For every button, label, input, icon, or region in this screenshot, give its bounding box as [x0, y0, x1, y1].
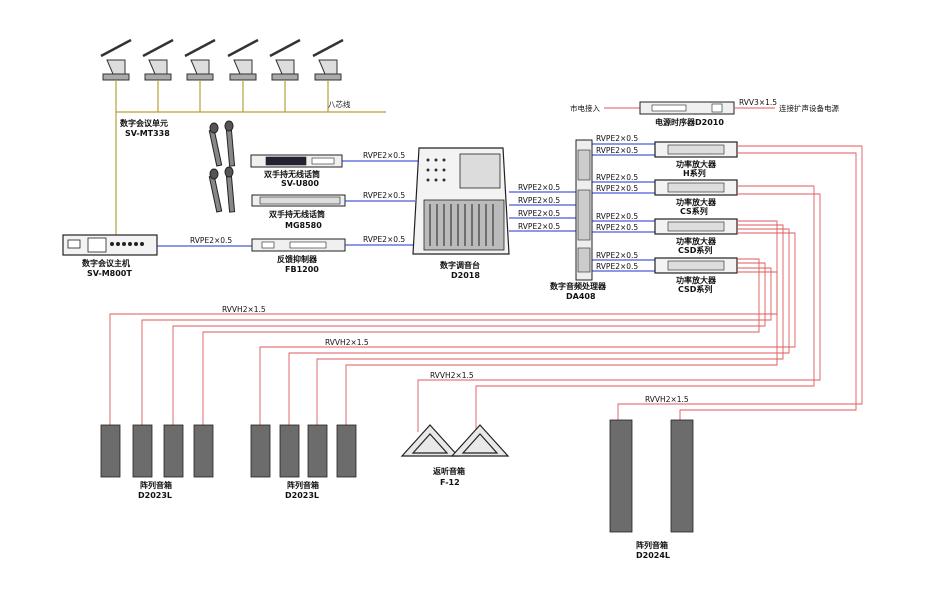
amp1-name: 功率放大器	[676, 159, 717, 169]
wireless2-name: 双手持无线话筒	[269, 209, 325, 219]
wire-label-monitor: RVVH2×1.5	[430, 371, 474, 380]
array2-name: 阵列音箱	[287, 480, 319, 490]
monitor-speaker-icon	[400, 424, 510, 457]
digital-mixer-icon	[412, 147, 510, 255]
mixer-model: D2018	[451, 271, 480, 280]
host-name: 数字会议主机	[82, 258, 130, 268]
amp3-name: 功率放大器	[676, 236, 717, 246]
feedback-model: FB1200	[285, 265, 319, 274]
wire-label-mix-2: RVPE2×0.5	[518, 196, 560, 205]
wire-label-mix-3: RVPE2×0.5	[518, 209, 560, 218]
amp2-name: 功率放大器	[676, 197, 717, 207]
audio-processor-icon	[575, 139, 593, 281]
wire-label-array3: RVVH2×1.5	[645, 395, 689, 404]
mic-unit-model: SV-MT338	[125, 129, 170, 138]
wire-label-amp4-b: RVPE2×0.5	[596, 262, 638, 271]
conference-host-icon	[62, 234, 158, 256]
array3-name: 阵列音箱	[636, 540, 668, 550]
wire-label-amp1-b: RVPE2×0.5	[596, 146, 638, 155]
wireless1-name: 双手持无线话筒	[264, 169, 320, 179]
wire-label-array1: RVVH2×1.5	[222, 305, 266, 314]
signal-lines	[157, 143, 655, 272]
processor-model: DA408	[566, 292, 596, 301]
array-speaker-group-2	[250, 424, 357, 478]
processor-name: 数字音频处理器	[550, 281, 607, 291]
amp-3-icon	[654, 218, 738, 235]
wire-label-amp4-a: RVPE2×0.5	[596, 251, 638, 260]
amp-4-icon	[654, 257, 738, 274]
wireless-receiver-2-icon	[251, 194, 346, 207]
array1-name: 阵列音箱	[140, 480, 172, 490]
wire-label-amp1-a: RVPE2×0.5	[596, 134, 638, 143]
feedback-suppressor-icon	[251, 238, 346, 252]
wire-label-host: RVPE2×0.5	[190, 236, 232, 245]
host-model: SV-M800T	[87, 269, 132, 278]
mic-unit-icon	[142, 38, 174, 81]
wire-label-amp2-a: RVPE2×0.5	[596, 173, 638, 182]
power-sequencer-icon	[639, 101, 735, 115]
wireless-receiver-1-icon	[250, 154, 343, 168]
wireless2-model: MG8580	[285, 221, 322, 230]
array2-model: D2023L	[285, 491, 319, 500]
mic-unit-name: 数字会议单元	[120, 118, 168, 128]
wireless1-model: SV-U800	[281, 179, 319, 188]
amp1-series: H系列	[683, 168, 706, 178]
sequencer-label: 电源时序器D2010	[655, 117, 724, 127]
amp4-name: 功率放大器	[676, 275, 717, 285]
array3-model: D2024L	[636, 551, 670, 560]
mic-unit-icon	[184, 38, 216, 81]
wire-label-wireless1: RVPE2×0.5	[363, 151, 405, 160]
array-speaker-group-1	[100, 424, 214, 478]
amp2-series: CS系列	[680, 206, 708, 216]
amp3-series: CSD系列	[678, 245, 712, 255]
amp4-series: CSD系列	[678, 284, 712, 294]
monitor-name: 返听音箱	[433, 466, 465, 476]
wire-label-array2: RVVH2×1.5	[325, 338, 369, 347]
wire-label-amp3-b: RVPE2×0.5	[596, 223, 638, 232]
mixer-name: 数字调音台	[440, 260, 480, 270]
mic-unit-icon	[269, 38, 301, 81]
wire-label-feedback: RVPE2×0.5	[363, 235, 405, 244]
monitor-model: F-12	[440, 478, 460, 487]
eight-core-label: 八芯线	[328, 99, 351, 109]
wire-label-wireless2: RVPE2×0.5	[363, 191, 405, 200]
rvv-label: RVV3×1.5	[739, 98, 777, 107]
mains-in-label: 市电接入	[570, 103, 600, 113]
conference-mic-row	[100, 38, 344, 81]
array1-model: D2023L	[138, 491, 172, 500]
amp-1-icon	[654, 141, 738, 158]
mic-unit-icon	[100, 38, 132, 81]
amp-2-icon	[654, 179, 738, 196]
eight-core-bus	[115, 80, 386, 235]
wire-label-amp2-b: RVPE2×0.5	[596, 184, 638, 193]
mic-unit-icon	[312, 38, 344, 81]
handheld-mic-icon	[208, 120, 236, 213]
mains-out-label: 连接扩声设备电源	[779, 103, 839, 113]
feedback-name: 反馈抑制器	[277, 254, 318, 264]
wire-label-mix-4: RVPE2×0.5	[518, 222, 560, 231]
mic-unit-icon	[227, 38, 259, 81]
wire-label-mix-1: RVPE2×0.5	[518, 183, 560, 192]
array-speaker-group-3	[609, 419, 694, 533]
wire-label-amp3-a: RVPE2×0.5	[596, 212, 638, 221]
speaker-cables	[109, 145, 863, 432]
